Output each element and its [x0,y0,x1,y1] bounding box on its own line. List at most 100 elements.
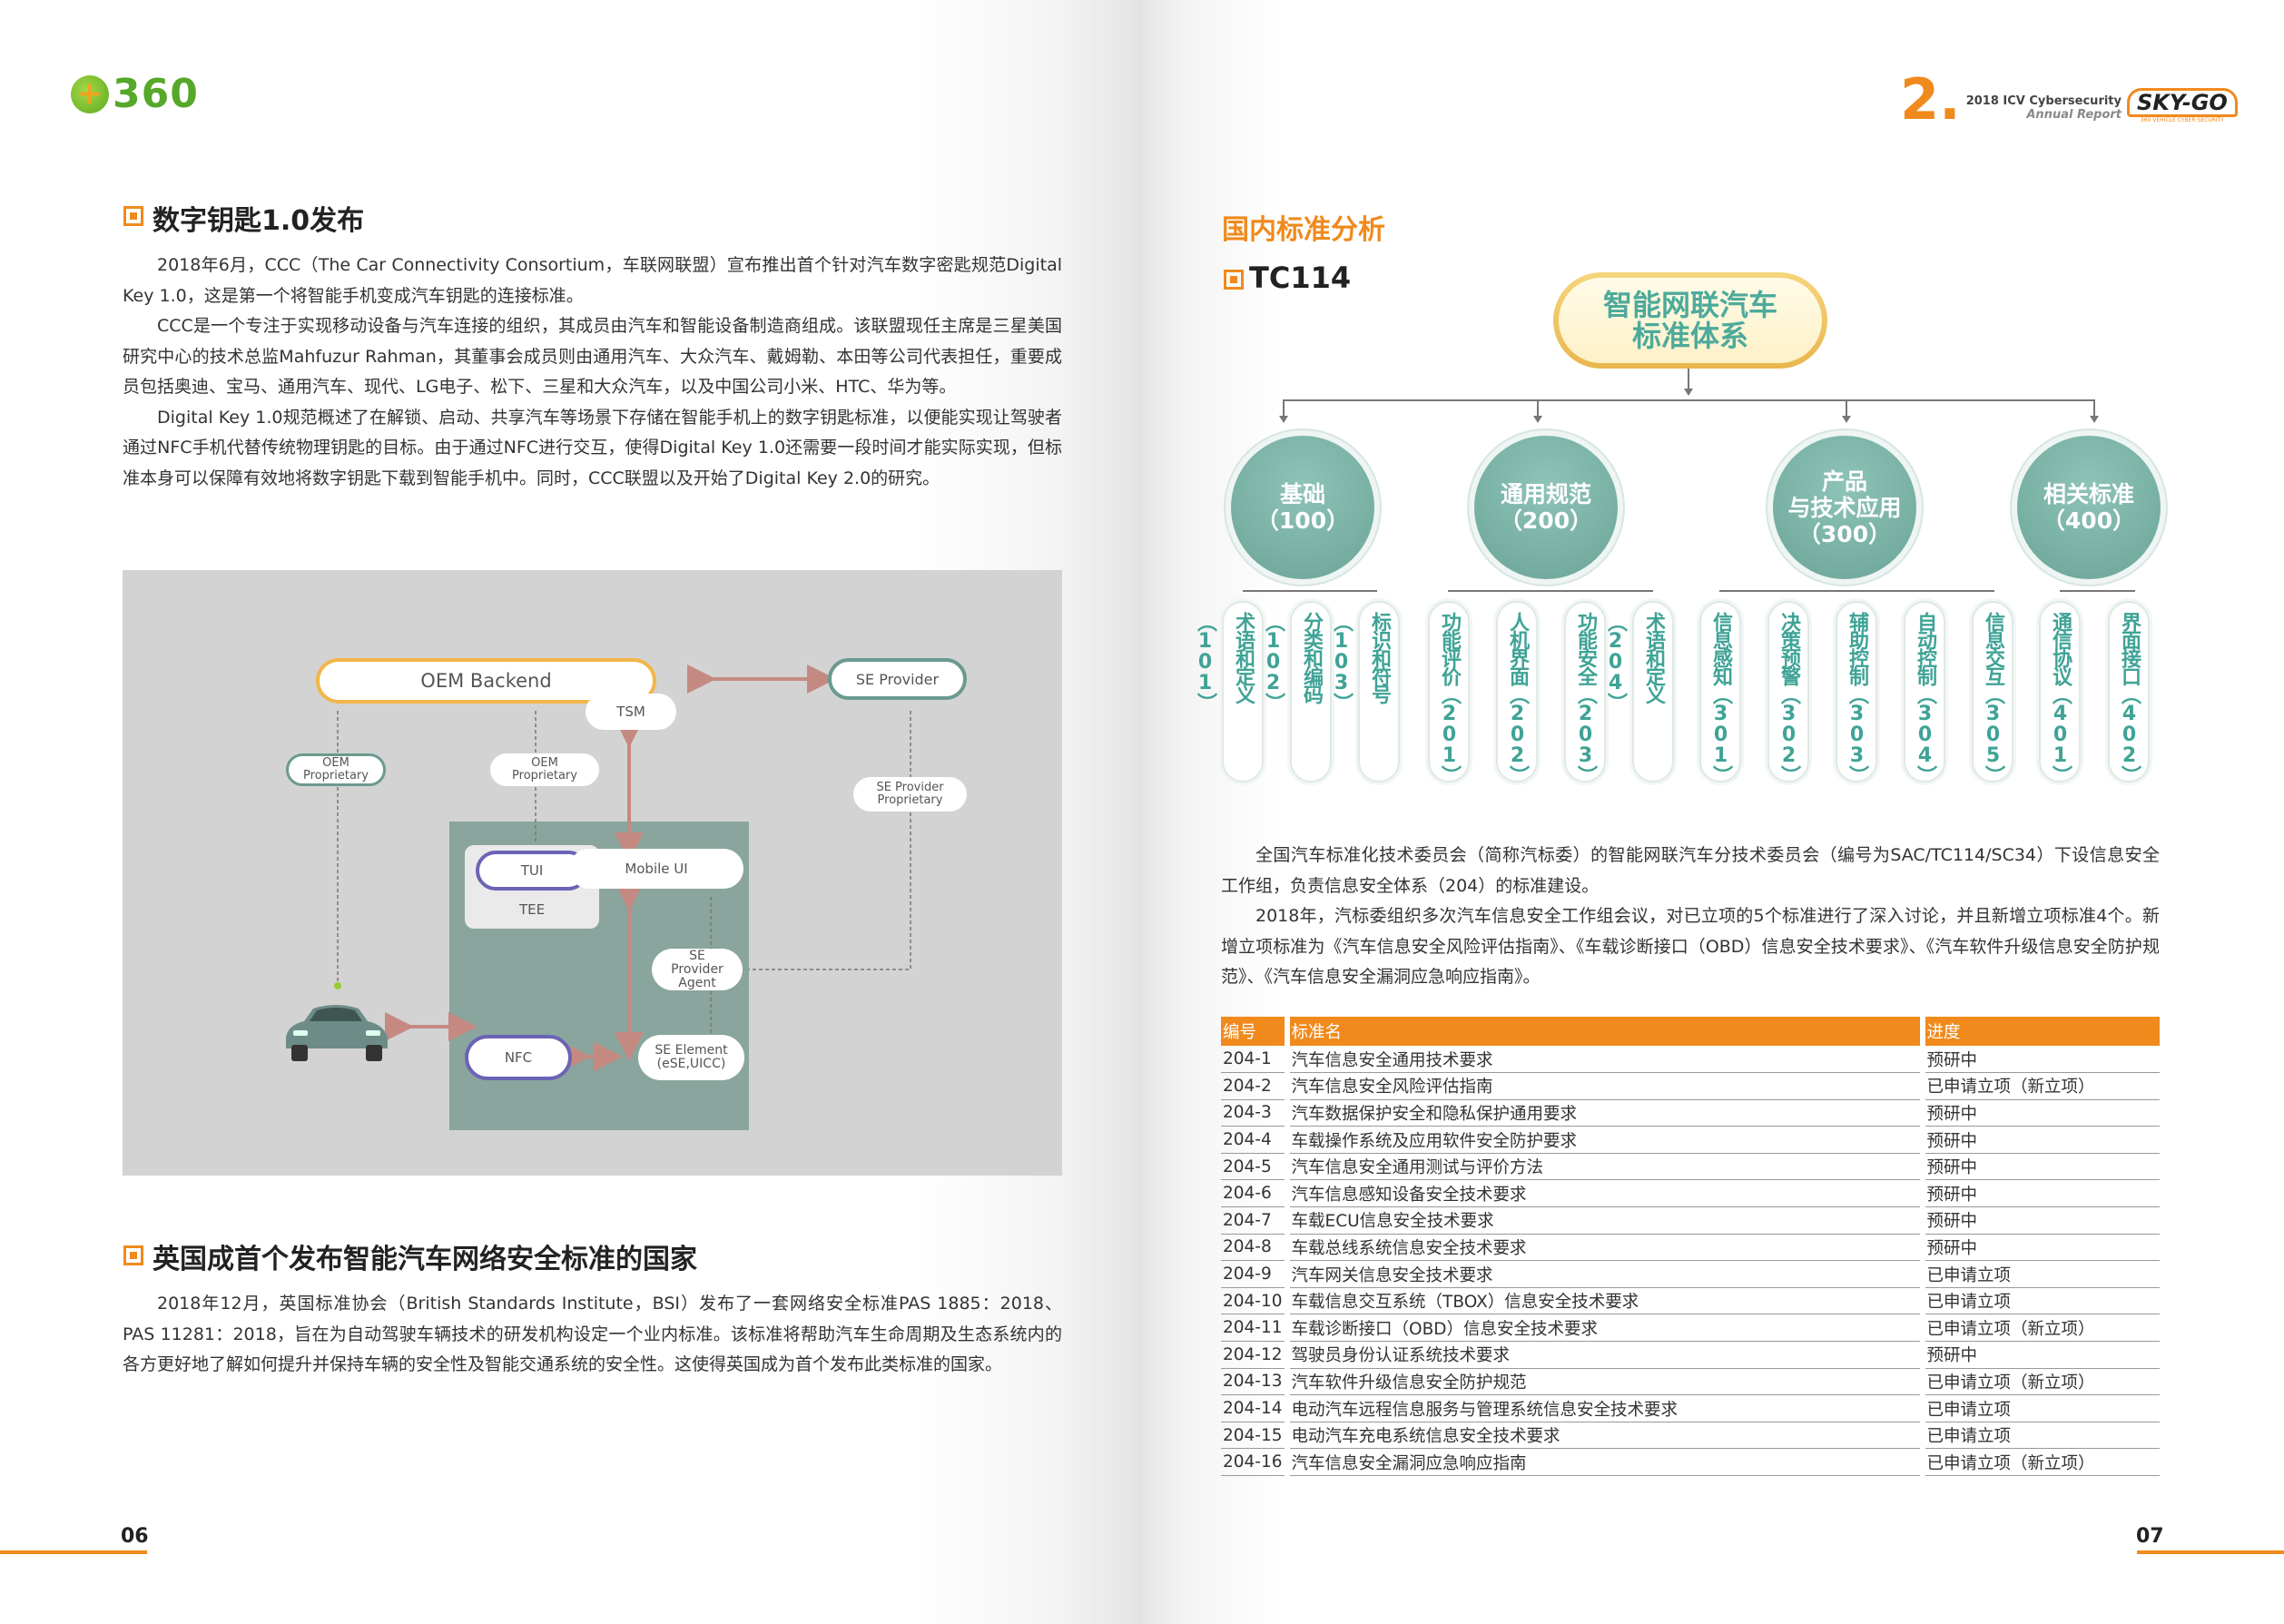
car-icon [286,1005,388,1061]
cell-id: 204-4 [1221,1126,1290,1154]
connector [2060,590,2135,592]
connector [1537,399,1539,418]
logo-360-text: 360 [113,71,199,117]
cell-progress: 预研中 [1922,1126,2160,1154]
cell-progress: 已申请立项 [1922,1394,2160,1422]
column-header-name: 标准名 [1286,1017,1925,1046]
category-line: 与技术应用 [1787,494,1902,521]
column-header-id: 编号 [1221,1017,1290,1046]
skygo-logo: SKY-GO 360 VEHICLE CYBER SECURITY [2127,88,2238,123]
cell-id: 204-2 [1221,1072,1290,1100]
category-node-related: 相关标准 （400） [2017,436,2161,579]
root-node: 智能网联汽车 标准体系 [1553,272,1827,369]
leaf-label: 信息感知（301） [1709,612,1732,783]
tc114-description: 全国汽车标准化技术委员会（简称汽标委）的智能网联汽车分技术委员会（编号为SAC/… [1221,841,2160,993]
leaf-node-202: 人机界面（202） [1496,601,1538,783]
leaf-label: 术语和定义（101） [1194,612,1255,711]
cell-name: 汽车信息安全漏洞应急响应指南 [1286,1448,1925,1476]
cell-progress: 预研中 [1922,1341,2160,1369]
connector [1283,399,1285,418]
connector [2093,399,2095,418]
heading-domestic-standards: 国内标准分析 [1222,214,1385,246]
cell-id: 204-14 [1221,1394,1290,1422]
root-line: 标准体系 [1631,319,1748,353]
leaf-node-305: 信息交互（305） [1972,601,2013,783]
leaf-label: 分类和编码（102） [1262,612,1323,711]
table-header-row: 编号 标准名 进度 [1221,1017,2160,1046]
category-line: 相关标准 [2043,481,2134,507]
cell-progress: 预研中 [1922,1206,2160,1235]
digital-key-architecture-diagram: OEM Backend SE Provider TSM OEM Propriet… [123,570,1062,1176]
leaf-node-301: 信息感知（301） [1699,601,1741,783]
category-line: （300） [1797,520,1892,547]
leaf-label: 界面接口（402） [2118,612,2141,783]
connector-arrow [2090,416,2099,423]
connector [1688,369,1689,394]
cell-name: 车载操作系统及应用软件安全防护要求 [1286,1126,1925,1154]
nfc-node: NFC [465,1035,572,1080]
leaf-label: 信息交互（305） [1982,612,2004,783]
paragraph: 2018年6月，CCC（The Car Connectivity Consort… [123,255,1062,306]
cell-id: 204-11 [1221,1314,1290,1343]
cell-name: 汽车网关信息安全技术要求 [1286,1260,1925,1288]
page-number-left: 06 [121,1525,149,1548]
leaf-node-304: 自动控制（304） [1904,601,1945,783]
leaf-node-204: 术语和定义（204） [1604,601,1674,782]
skygo-brand-sub: 360 VEHICLE CYBER SECURITY [2140,117,2224,123]
cell-id: 204-6 [1221,1179,1290,1208]
paragraph: Digital Key 1.0规范概述了在解锁、启动、共享汽车等场景下存储在智能… [123,407,1062,488]
leaf-label: 功能安全（203） [1574,612,1597,783]
connector-arrow [1279,416,1288,423]
cell-id: 204-3 [1221,1099,1290,1127]
paragraph: 全国汽车标准化技术委员会（简称汽标委）的智能网联汽车分技术委员会（编号为SAC/… [1221,845,2160,896]
leaf-node-402: 界面接口（402） [2108,601,2150,783]
section-body-digital-key: 2018年6月，CCC（The Car Connectivity Consort… [123,251,1062,494]
section-body-uk-standard: 2018年12月，英国标准协会（British Standards Instit… [123,1289,1062,1381]
cell-progress: 已申请立项（新立项） [1922,1314,2160,1343]
category-line: 基础 [1279,481,1325,507]
cell-id: 204-5 [1221,1153,1290,1181]
leaf-node-302: 决策预警（302） [1767,601,1809,783]
cell-progress: 已申请立项（新立项） [1922,1448,2160,1476]
tee-label: TEE [518,901,546,918]
cell-id: 204-16 [1221,1448,1290,1476]
leaf-node-101: 术语和定义（101） [1194,601,1264,782]
cell-id: 204-8 [1221,1234,1290,1262]
connector-arrow [1842,416,1851,423]
category-node-product: 产品 与技术应用 （300） [1773,436,1916,579]
cell-id: 204-10 [1221,1287,1290,1315]
root-node-label: 智能网联汽车 标准体系 [1559,278,1822,363]
connector [1448,590,1653,592]
connector-arrow [1533,416,1542,423]
category-node-basic: 基础 （100） [1231,436,1374,579]
se-provider-proprietary-label: SE Provider Proprietary [853,777,967,812]
leaf-label: 通信协议（401） [2049,612,2072,783]
leaf-node-303: 辅助控制（303） [1836,601,1877,783]
cell-name: 驾驶员身份认证系统技术要求 [1286,1341,1925,1369]
tsm-node: TSM [586,694,676,730]
cell-id: 204-15 [1221,1422,1290,1450]
report-title-line2: Annual Report [2026,108,2122,122]
oem-proprietary-label: OEM Proprietary [490,753,599,786]
leaf-node-203: 功能安全（203） [1564,601,1606,783]
paragraph: 2018年，汽标委组织多次汽车信息安全工作组会议，对已立项的5个标准进行了深入讨… [1221,906,2160,987]
logo-360: 360 [71,71,199,117]
cell-name: 汽车信息安全通用技术要求 [1286,1046,1925,1074]
report-header: 2. 2018 ICV Cybersecurity Annual Report … [1900,72,2238,128]
leaf-label: 辅助控制（303） [1846,612,1868,783]
cell-name: 汽车信息安全通用测试与评价方法 [1286,1153,1925,1181]
logo-360-icon [71,74,109,113]
